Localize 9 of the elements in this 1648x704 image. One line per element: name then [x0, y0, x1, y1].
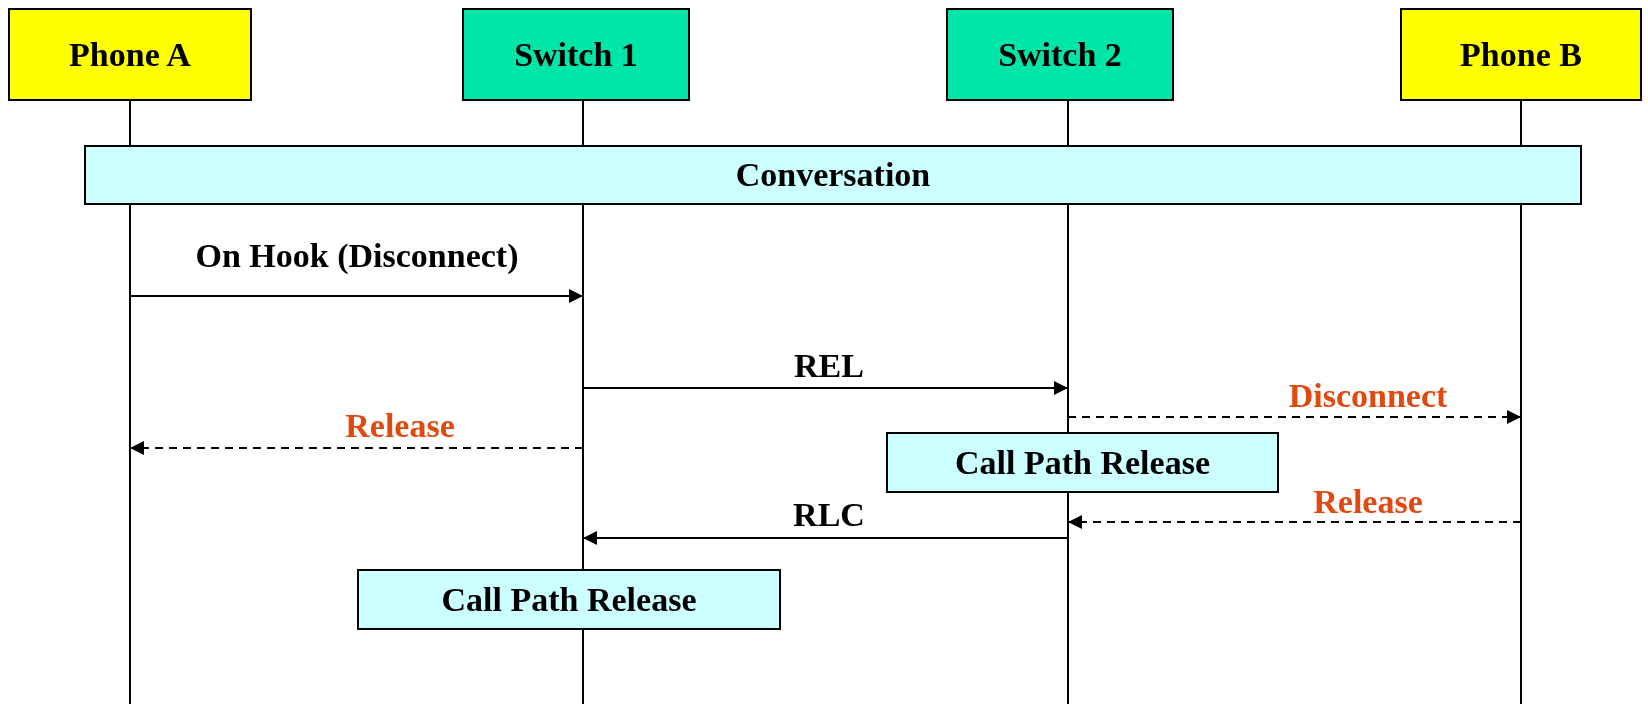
- dashed-arrow: [1067, 410, 1522, 424]
- process-box: Call Path Release: [886, 432, 1279, 493]
- dashed-arrow: [129, 441, 584, 455]
- arrow: [582, 381, 1069, 395]
- arrow: [129, 289, 584, 303]
- dashed-arrow: [1067, 515, 1522, 529]
- process-box: Call Path Release: [357, 569, 781, 630]
- arrow: [582, 531, 1069, 545]
- conversation-band: Conversation: [84, 145, 1582, 205]
